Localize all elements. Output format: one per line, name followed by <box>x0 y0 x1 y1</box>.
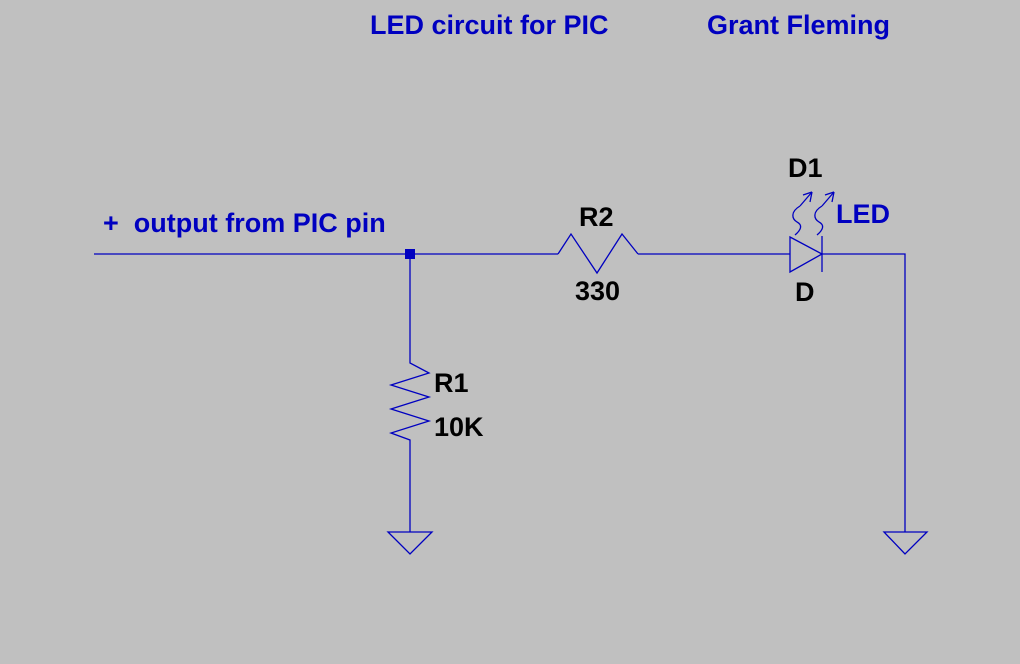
r1-value: 10K <box>434 412 484 442</box>
wire-d1-to-ground <box>822 253 906 532</box>
d1-type-label: LED <box>836 199 890 229</box>
ground-left-icon <box>386 531 434 555</box>
d1-name: D1 <box>788 153 823 183</box>
r1-name: R1 <box>434 368 469 398</box>
r2-value: 330 <box>575 276 621 306</box>
d1-value: D <box>795 277 815 307</box>
junction-dot <box>405 249 415 259</box>
net-label-input: + output from PIC pin <box>103 208 386 238</box>
resistor-r2-icon <box>557 232 639 275</box>
author-name: Grant Fleming <box>707 10 891 40</box>
diagram-title: LED circuit for PIC <box>370 10 609 40</box>
ground-right-icon <box>882 531 929 555</box>
r2-name: R2 <box>579 202 614 232</box>
led-d1-icon <box>789 191 835 274</box>
resistor-r1-icon <box>388 358 432 445</box>
